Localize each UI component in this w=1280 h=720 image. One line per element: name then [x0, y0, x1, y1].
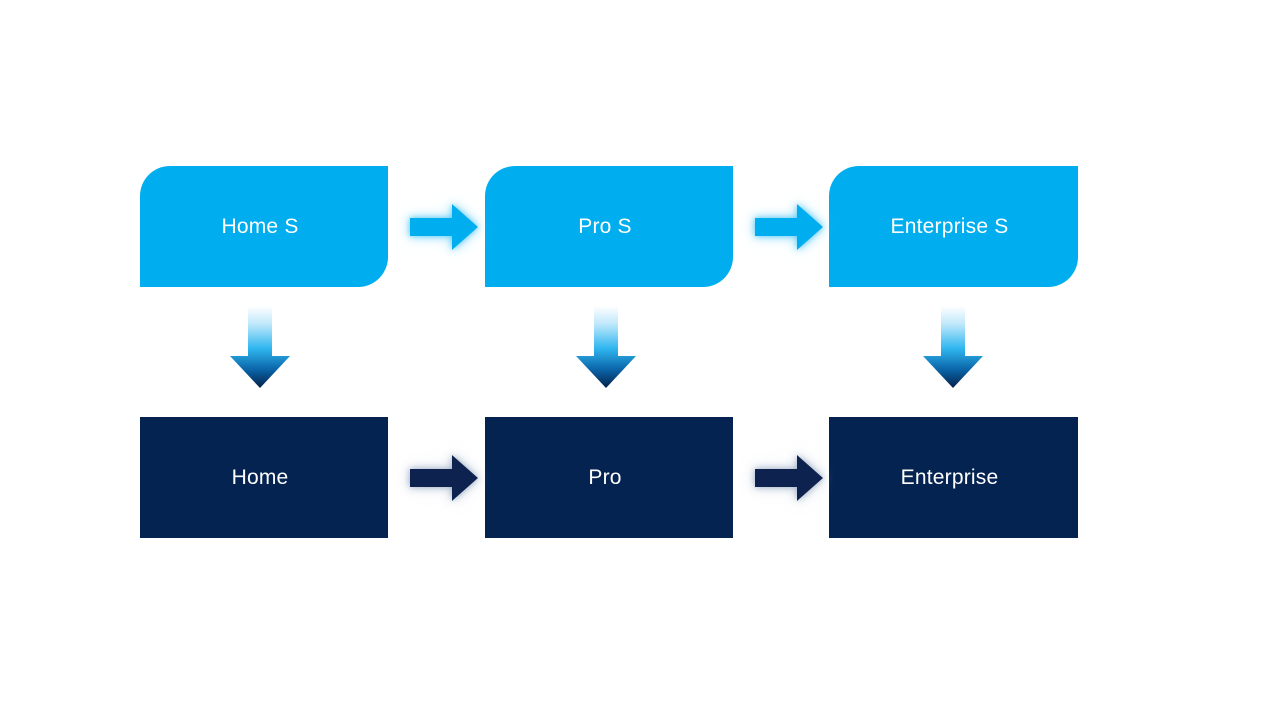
connector-home-to-pro: [402, 450, 484, 506]
node-pro[interactable]: Pro: [485, 417, 733, 538]
node-enterprise-s[interactable]: Enterprise S: [829, 166, 1078, 287]
node-label-home: Home: [231, 465, 289, 489]
connector-pro-to-enterprise: [747, 450, 829, 506]
node-label-pro-s: Pro S: [578, 214, 632, 238]
node-label-enterprise: Enterprise: [900, 465, 999, 489]
arrow-right-icon: [410, 455, 478, 501]
node-label-home-s: Home S: [221, 214, 299, 238]
node-home[interactable]: Home: [140, 417, 388, 538]
node-label-pro: Pro: [588, 465, 622, 489]
connector-enterprise-s-to-enterprise: [919, 306, 987, 392]
node-home-s[interactable]: Home S: [140, 166, 388, 287]
node-pro-s[interactable]: Pro S: [485, 166, 733, 287]
node-enterprise[interactable]: Enterprise: [829, 417, 1078, 538]
arrow-down-icon: [230, 306, 290, 388]
arrow-right-icon: [755, 204, 823, 250]
connector-home-s-to-home: [226, 306, 294, 392]
arrow-right-icon: [755, 455, 823, 501]
arrow-down-icon: [923, 306, 983, 388]
connector-home-s-to-pro-s: [402, 199, 484, 255]
node-label-enterprise-s: Enterprise S: [890, 214, 1009, 238]
arrow-right-icon: [410, 204, 478, 250]
connector-pro-s-to-pro: [572, 306, 640, 392]
connector-pro-s-to-enterprise-s: [747, 199, 829, 255]
arrow-down-icon: [576, 306, 636, 388]
